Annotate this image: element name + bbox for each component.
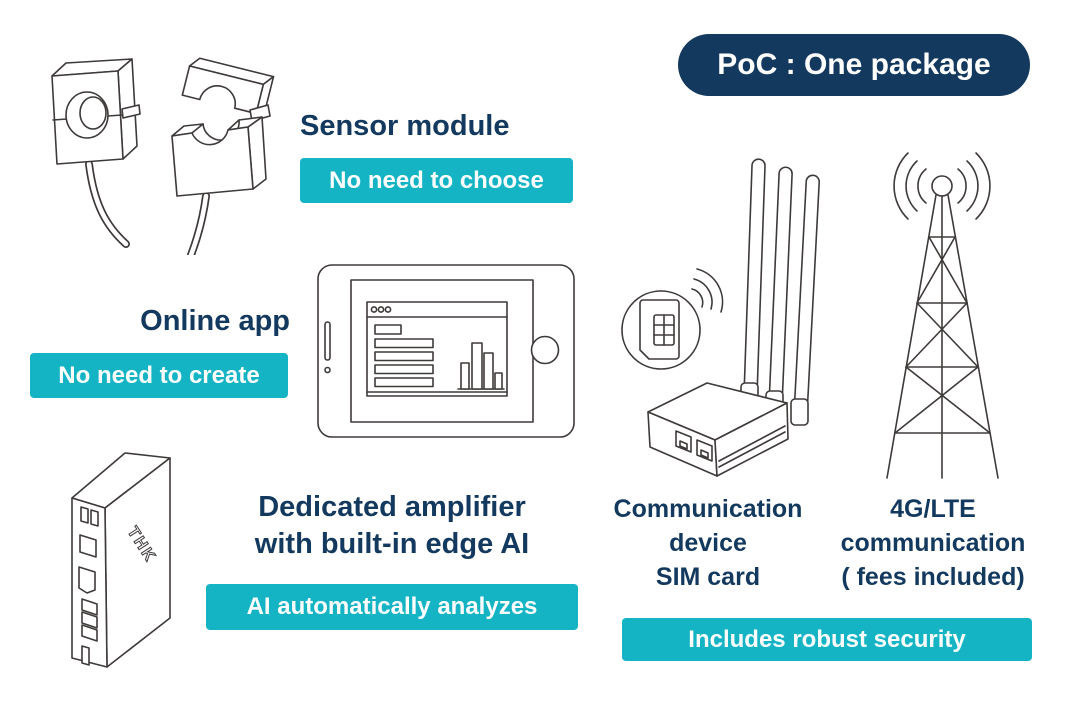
sensor-clamps-icon — [51, 57, 275, 255]
browser-window-icon — [366, 301, 508, 397]
closed-clamp-icon — [51, 58, 141, 248]
amplifier-badge-label: AI automatically analyzes — [246, 593, 538, 620]
edge-ai-amplifier-icon: THK — [71, 452, 171, 668]
lte-router-icon — [621, 158, 821, 477]
amplifier-title-line2: with built-in edge AI — [254, 528, 530, 560]
online-app-badge: No need to create — [30, 353, 288, 398]
communication-device-line1: Communication — [613, 495, 803, 523]
amplifier-badge: AI automatically analyzes — [206, 584, 578, 630]
poc-package-badge: PoC : One package — [678, 34, 1030, 96]
antenna-icon — [740, 158, 821, 426]
lte-line2: communication — [840, 529, 1026, 557]
sensor-module-title: Sensor module — [300, 110, 510, 142]
lte-line3: ( fees included) — [841, 563, 1025, 591]
poc-package-label: PoC : One package — [717, 48, 991, 81]
online-app-title: Online app — [140, 305, 290, 337]
sim-card-icon — [621, 290, 701, 370]
lte-line1: 4G/LTE — [890, 495, 976, 523]
tablet-home-button — [530, 335, 560, 365]
signal-waves-icon — [691, 268, 724, 313]
broadcast-waves-icon — [893, 152, 991, 220]
communication-device-label: Communication device SIM card — [593, 492, 823, 594]
online-app-badge-label: No need to create — [58, 361, 260, 389]
security-badge-label: Includes robust security — [688, 625, 966, 653]
security-badge: Includes robust security — [622, 618, 1032, 661]
bar-chart-icon — [457, 342, 505, 390]
sensor-module-badge: No need to choose — [300, 158, 573, 203]
tablet-dashboard-icon — [317, 264, 575, 438]
open-clamp-icon — [171, 57, 275, 255]
lte-label: 4G/LTE communication ( fees included) — [822, 492, 1044, 594]
tablet-speaker — [324, 321, 331, 361]
amplifier-title-line1: Dedicated amplifier — [258, 491, 526, 523]
sensor-module-badge-label: No need to choose — [329, 166, 544, 194]
communication-device-line2: device — [669, 529, 747, 557]
radio-tower-icon — [886, 152, 999, 479]
amplifier-title: Dedicated amplifier with built-in edge A… — [208, 489, 576, 563]
router-box-icon — [647, 382, 789, 477]
communication-device-line3: SIM card — [655, 563, 761, 591]
